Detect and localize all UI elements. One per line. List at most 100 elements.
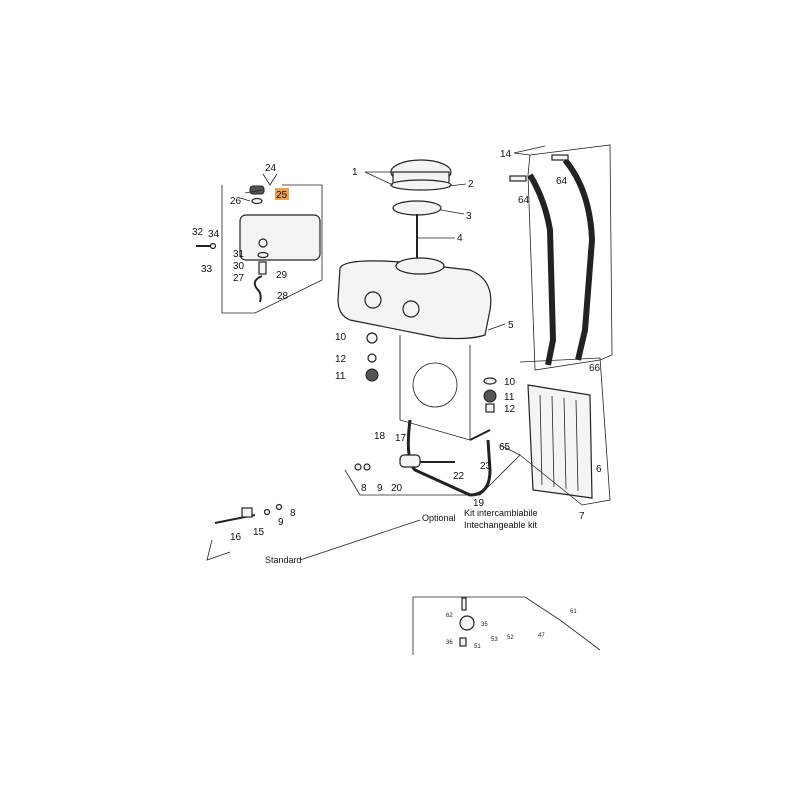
nut-8a — [354, 463, 362, 471]
nut-31 — [258, 238, 268, 248]
tap-11b — [483, 389, 497, 403]
harness-group — [509, 144, 613, 371]
label-6: 6 — [596, 464, 602, 475]
leader-24 — [262, 173, 278, 186]
washer-30 — [257, 251, 269, 259]
caption-kit-en: Intechangeable kit — [464, 520, 538, 530]
label-25[interactable]: 25 — [276, 190, 288, 201]
main-tank-group — [337, 159, 521, 497]
kit-frame-19 — [344, 444, 521, 496]
fitting-10a — [366, 332, 378, 344]
fitting-27 — [258, 261, 267, 275]
auxiliary-tank-group — [196, 173, 323, 314]
tank-body — [337, 260, 492, 340]
label-7: 7 — [579, 511, 585, 522]
frame-plate — [399, 335, 471, 441]
inset-label-35: 35 — [481, 622, 488, 628]
captions: Optional Kit intercambiabile Intechangea… — [265, 508, 538, 565]
valve-12b — [485, 403, 495, 413]
strap-left — [527, 173, 557, 366]
strap-right — [562, 158, 596, 361]
inset-label-52: 52 — [507, 635, 514, 641]
caption-optional: Optional — [422, 513, 456, 523]
label-5: 5 — [508, 320, 514, 331]
label-23: 23 — [480, 461, 492, 472]
part-labels: 24 25 26 32 34 33 31 30 29 27 28 1 2 3 4… — [192, 149, 602, 543]
label-28: 28 — [277, 291, 289, 302]
label-26: 26 — [230, 196, 242, 207]
inset-label-36: 36 — [446, 640, 453, 646]
leader-lines — [239, 145, 546, 331]
caption-standard: Standard — [265, 555, 302, 565]
highlight-box — [275, 188, 289, 200]
nut-8b — [275, 503, 283, 511]
label-16: 16 — [230, 532, 242, 543]
washer-10b — [483, 377, 497, 385]
frame-tube — [406, 419, 492, 497]
tank-port-right — [402, 300, 420, 318]
tank-neck — [395, 257, 445, 275]
label-18: 18 — [374, 431, 386, 442]
label-29: 29 — [276, 270, 288, 281]
inset-part-62 — [461, 597, 467, 611]
cap-25 — [249, 185, 265, 195]
inset-label-53: 53 — [491, 637, 498, 643]
spring-21 — [399, 454, 421, 468]
back-panel-group — [519, 357, 611, 506]
washer-9b — [263, 508, 271, 516]
caption-kit-it: Kit intercambiabile — [464, 508, 538, 518]
label-30: 30 — [233, 261, 245, 272]
label-22: 22 — [453, 471, 465, 482]
inset-label-62: 62 — [446, 613, 453, 619]
back-panel — [527, 384, 593, 499]
label-1: 1 — [352, 167, 358, 178]
group-frame-24 — [221, 184, 323, 314]
label-4: 4 — [457, 233, 463, 244]
label-64b: 64 — [518, 195, 530, 206]
label-27: 27 — [233, 273, 245, 284]
inset-part-36 — [459, 637, 467, 647]
inset-label-51: 51 — [474, 644, 481, 650]
buckle-64b — [509, 175, 527, 182]
label-34: 34 — [208, 229, 220, 240]
valve-12a — [367, 353, 377, 363]
inset-group — [412, 596, 601, 655]
label-11a: 11 — [335, 371, 346, 382]
label-3: 3 — [466, 211, 472, 222]
washer-26 — [251, 197, 263, 205]
filter-3 — [392, 200, 442, 216]
inset-labels: 61 62 35 36 51 53 52 47 — [446, 609, 577, 650]
label-8b: 8 — [290, 508, 296, 519]
label-15: 15 — [253, 527, 265, 538]
plate-hole — [412, 362, 458, 408]
label-20: 20 — [391, 483, 403, 494]
hose-28 — [253, 275, 263, 303]
label-14: 14 — [500, 149, 512, 160]
washer-9a — [363, 463, 371, 471]
label-9a: 9 — [377, 483, 383, 494]
inset-label-47: 47 — [538, 633, 545, 639]
label-11b: 11 — [504, 392, 515, 403]
label-66: 66 — [589, 363, 601, 374]
label-2: 2 — [468, 179, 474, 190]
label-19: 19 — [473, 498, 485, 509]
optional-kit-group — [206, 503, 421, 561]
label-31: 31 — [233, 249, 245, 260]
label-12a: 12 — [335, 354, 347, 365]
panel-ribs — [539, 394, 579, 492]
leader-standard — [299, 519, 421, 561]
label-33: 33 — [201, 264, 213, 275]
inset-part-35 — [459, 615, 475, 631]
fitting-15 — [241, 507, 253, 518]
label-24: 24 — [265, 163, 277, 174]
bolt-65 — [469, 429, 491, 441]
aux-tank — [239, 214, 321, 261]
gasket-2 — [390, 179, 452, 191]
label-12b: 12 — [504, 404, 516, 415]
label-9b: 9 — [278, 517, 284, 528]
harness-frame — [527, 144, 613, 371]
label-10a: 10 — [335, 332, 347, 343]
tap-11a — [365, 368, 379, 382]
label-8a: 8 — [361, 483, 367, 494]
